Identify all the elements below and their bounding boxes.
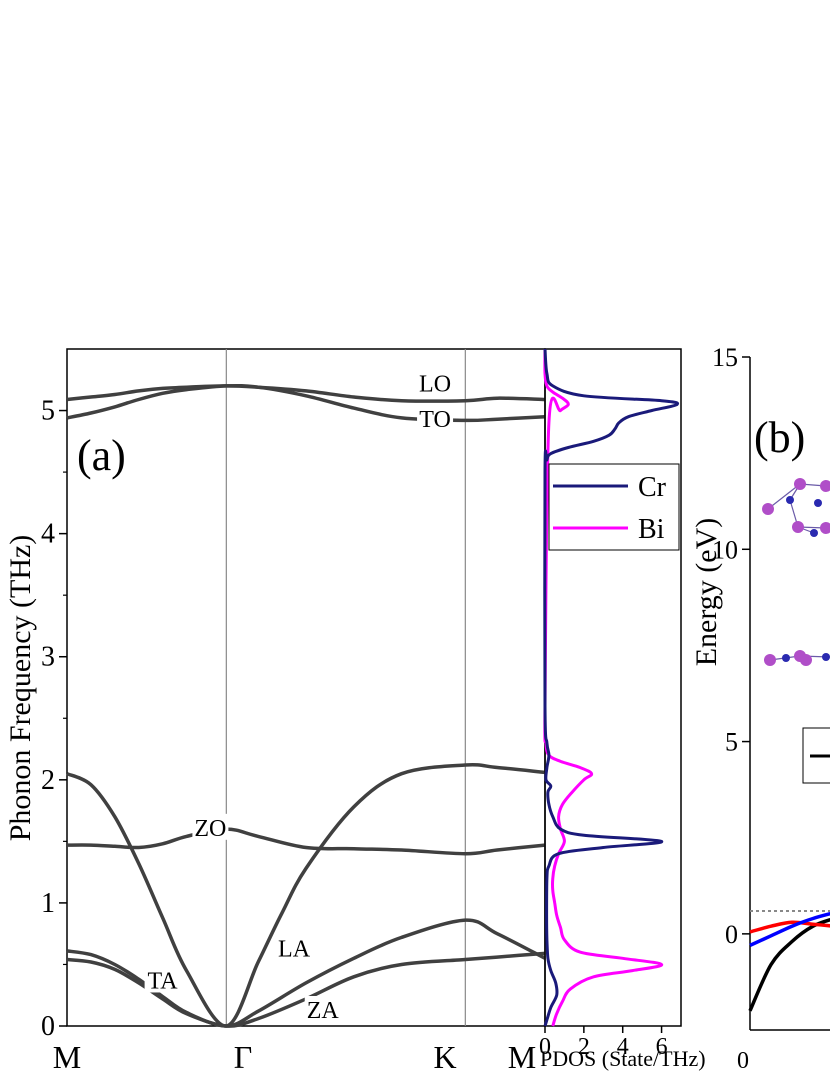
dispersion-panel: LO TO ZO LA TA ZA 0 1 2 3 4 5 M Γ K M (a) Phonon Freq… [4, 348, 546, 1075]
cr-atom [786, 496, 794, 504]
band-y-tick-label: 5 [725, 728, 738, 757]
bi-atom [820, 480, 830, 492]
bi-atom [762, 503, 774, 515]
pdos-x-tick-label: 4 [617, 1034, 629, 1060]
band-panel: 0 5 10 15 0 (b) Energy (eV) [690, 343, 830, 1074]
phonon-branch-2 [66, 763, 546, 1028]
pdos-panel: 0 2 4 6 Cr Bi PDOS (State/THz) [539, 348, 706, 1071]
branch-label-bg [417, 405, 454, 432]
high-symmetry-label: K [433, 1039, 456, 1075]
band-curve-1 [749, 920, 830, 934]
branch-labels: LO TO ZO LA TA ZA [144, 369, 454, 1024]
legend-label-cr: Cr [638, 472, 667, 503]
bi-atom [800, 654, 812, 666]
panel-label-a: (a) [77, 431, 126, 480]
high-symmetry-label: M [508, 1039, 536, 1075]
band-curve-0 [748, 917, 830, 1012]
cr-atom [782, 654, 790, 662]
y-tick-label: 2 [41, 765, 55, 796]
branch-label-bg [192, 813, 229, 840]
band-curves [748, 911, 830, 1012]
branch-label-bg [417, 369, 454, 396]
phonon-branches [66, 383, 546, 1028]
phonon-branch-5 [66, 951, 546, 1028]
y-tick-label: 0 [41, 1011, 55, 1042]
y-tick-label: 3 [41, 642, 55, 673]
pdos-x-tick-label: 2 [578, 1034, 590, 1060]
band-y-tick-label: 10 [712, 535, 738, 564]
bi-atom [764, 654, 776, 666]
y-tick-label: 4 [41, 519, 55, 550]
cr-atom [822, 653, 830, 661]
branch-label-bg [276, 934, 313, 961]
pdos-frame [544, 348, 682, 1027]
band-legend-partial [802, 727, 830, 784]
bi-atom [792, 521, 804, 533]
band-y-tick-label: 15 [712, 343, 738, 372]
branch-label: TO [419, 407, 451, 433]
phonon-branch-4 [66, 918, 546, 1028]
pdos-x-tick-label: 6 [656, 1034, 668, 1060]
dispersion-y-axis-label: Phonon Frequency (THz) [4, 535, 37, 842]
y-tick-label: 1 [41, 888, 55, 919]
band-y-axis-label: Energy (eV) [690, 518, 723, 667]
bi-atom [820, 522, 830, 534]
cr-atom [814, 499, 822, 507]
pdos-x-ticks: 0 2 4 6 [539, 1026, 668, 1060]
band-y-ticks: 0 5 10 15 [712, 343, 750, 949]
high-symmetry-label: M [53, 1039, 81, 1075]
panel-label-b: (b) [754, 413, 805, 462]
band-curve-2 [749, 911, 830, 947]
y-tick-label: 5 [41, 396, 55, 427]
pdos-curve-bi [543, 348, 664, 1027]
pdos-x-tick-label: 0 [539, 1034, 551, 1060]
legend-box [548, 463, 680, 551]
branch-label-bg [304, 995, 341, 1022]
legend-label-bi: Bi [638, 514, 665, 545]
branch-label: LO [419, 371, 451, 397]
branch-label: ZO [194, 816, 226, 842]
band-y-tick-label: 0 [725, 920, 738, 949]
cr-atom [810, 529, 818, 537]
bi-atom [794, 478, 806, 490]
branch-label: LA [278, 936, 311, 962]
band-x-tick-label: 0 [737, 1048, 749, 1074]
pdos-curves [543, 348, 680, 1027]
y-axis-ticks: 0 1 2 3 4 5 [41, 396, 67, 1042]
phonon-branch-3 [66, 827, 546, 856]
dispersion-frame [66, 348, 546, 1027]
branch-label: ZA [307, 998, 340, 1024]
branch-label: TA [148, 968, 179, 994]
pdos-curve-cr [543, 348, 680, 1027]
branch-label-bg [144, 966, 181, 993]
phonon-branch-1 [66, 383, 546, 423]
pdos-x-axis-label: PDOS (State/THz) [540, 1046, 706, 1071]
high-symmetry-lines [225, 349, 466, 1026]
high-symmetry-label: Γ [234, 1039, 253, 1075]
pdos-legend: Cr Bi [548, 463, 680, 551]
crystal-structure-inset-icon [762, 478, 830, 666]
